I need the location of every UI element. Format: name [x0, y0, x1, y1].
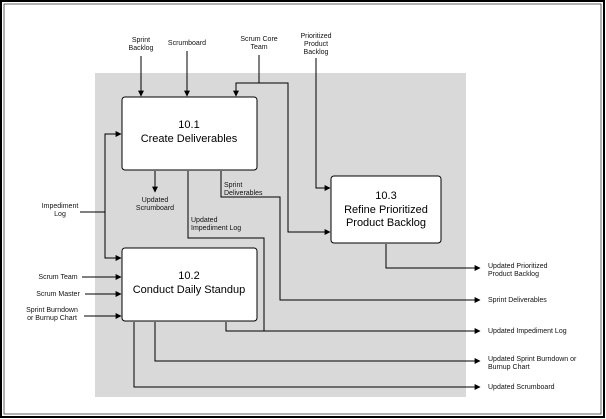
process-10-3-id: 10.3: [375, 190, 396, 202]
intermediate-updated-impediment-line1: Updated: [191, 217, 218, 224]
output-updated-scrumboard: Updated Scrumboard: [488, 384, 555, 391]
input-prioritized-backlog-line3: Backlog: [304, 49, 329, 56]
arrow-scrum-core-team-to-10-1: [233, 55, 260, 97]
input-scrum-core-team-line2: Team: [250, 44, 267, 51]
line-updated-impediment-from-10-1: [187, 171, 265, 331]
output-updated-prioritized-line2: Product Backlog: [488, 271, 539, 278]
process-10-3-name-line1: Refine Prioritized: [344, 204, 428, 216]
input-scrum-team: Scrum Team: [38, 274, 77, 281]
arrow-scrum-core-team-to-10-3: [259, 82, 331, 235]
process-10-3-name-line2: Product Backlog: [346, 217, 426, 229]
process-10-2-name: Conduct Daily Standup: [133, 284, 246, 296]
arrow-updated-burndown-output: [154, 322, 481, 364]
input-impediment-log-line1: Impediment: [42, 203, 79, 210]
intermediate-updated-scrumboard-line1: Updated: [142, 197, 169, 204]
process-10-2-id: 10.2: [178, 270, 199, 282]
input-sprint-backlog-line1: Sprint: [132, 37, 150, 44]
intermediate-updated-scrumboard-line2: Scrumboard: [136, 205, 174, 212]
arrow-updated-scrumboard-output: [133, 322, 481, 390]
input-impediment-log-line2: Log: [54, 211, 66, 218]
input-sprint-burndown-line1: Sprint Burndown: [26, 307, 78, 314]
input-prioritized-backlog-line1: Prioritized: [300, 33, 331, 40]
output-updated-burndown-line2: Burnup Chart: [488, 364, 530, 371]
intermediate-sprint-deliverables-line2: Deliverables: [224, 190, 263, 197]
process-box-10-2: [121, 247, 258, 322]
arrow-updated-impediment-output: [225, 322, 481, 334]
arrow-prioritized-backlog: [315, 58, 331, 191]
arrow-impediment-to-10-2: [104, 212, 122, 261]
process-box-10-3: [330, 175, 442, 244]
output-sprint-deliverables: Sprint Deliverables: [488, 297, 547, 304]
arrow-impediment-to-10-1: [104, 131, 122, 212]
output-updated-impediment-log: Updated Impediment Log: [488, 328, 567, 335]
process-10-1-id: 10.1: [178, 119, 199, 131]
input-sprint-burndown-line2: or Burnup Chart: [27, 315, 77, 322]
input-scrum-master: Scrum Master: [36, 291, 80, 298]
output-updated-prioritized-line1: Updated Prioritized: [488, 263, 548, 270]
process-box-10-1: [121, 96, 258, 171]
arrow-updated-prioritized-output: [385, 244, 481, 271]
intermediate-updated-impediment-line2: Impediment Log: [191, 225, 241, 232]
inner-border: [3, 3, 602, 415]
process-10-1-name: Create Deliverables: [141, 133, 238, 145]
input-sprint-backlog-line2: Backlog: [129, 45, 154, 52]
arrow-sprint-deliverables-output: [220, 171, 481, 303]
input-prioritized-backlog-line2: Product: [304, 41, 328, 48]
input-scrum-core-team-line1: Scrum Core: [240, 36, 277, 43]
input-scrumboard: Scrumboard: [168, 40, 206, 47]
intermediate-sprint-deliverables-line1: Sprint: [224, 182, 242, 189]
output-updated-burndown-line1: Updated Sprint Burndown or: [488, 356, 577, 363]
